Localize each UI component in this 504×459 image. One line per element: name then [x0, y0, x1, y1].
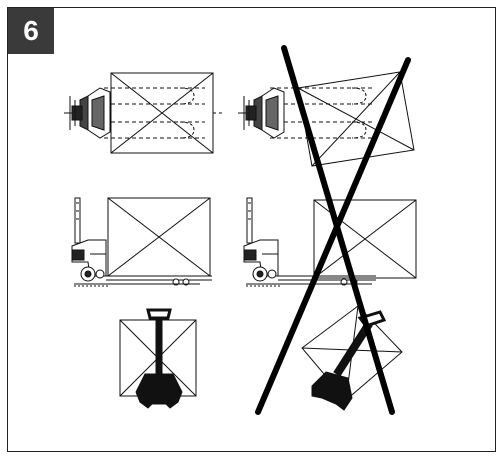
step-number-badge: 6 [8, 8, 54, 54]
incorrect-side-view [243, 197, 417, 287]
correct-side-view [71, 197, 212, 287]
cross-out-mark [255, 45, 411, 415]
correct-top-view [64, 72, 225, 154]
incorrect-top-view [238, 71, 415, 167]
correct-front-view [119, 308, 197, 409]
